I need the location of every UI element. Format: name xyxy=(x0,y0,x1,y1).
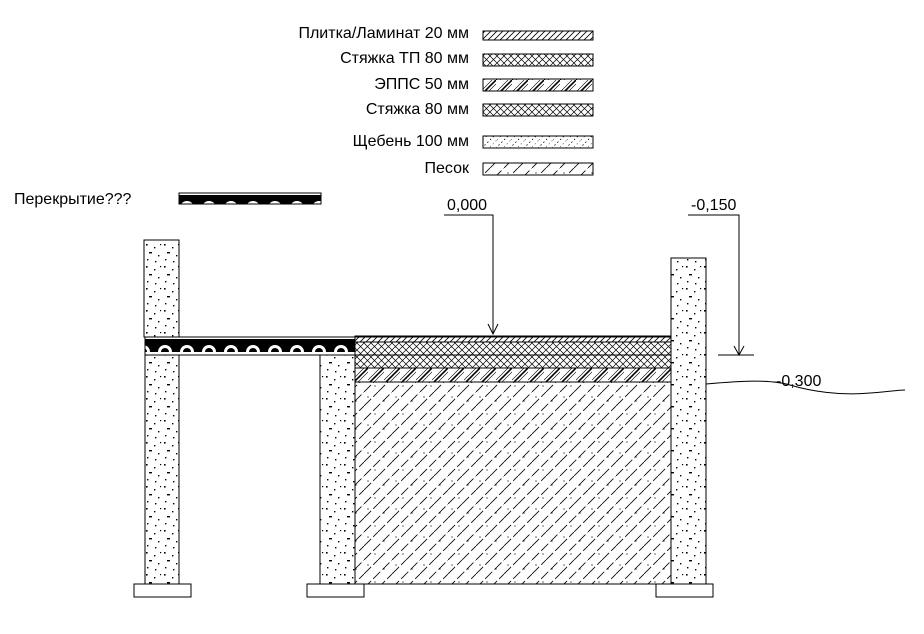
legend-label-sand: Песок xyxy=(425,160,470,177)
legend-swatch-sand xyxy=(482,162,594,176)
level-mark-floor: 0,000 xyxy=(444,197,499,336)
legend-swatch-screed xyxy=(482,103,594,117)
layer-screed-tp xyxy=(354,341,672,356)
level-mark-ground: -0,300 xyxy=(705,373,906,395)
level-label-floor: 0,000 xyxy=(447,197,487,214)
wall-left-lower xyxy=(144,354,180,585)
level-label-top: -0,150 xyxy=(691,197,736,214)
level-mark-top: -0,150 xyxy=(688,197,754,357)
legend-label-screed: Стяжка 80 мм xyxy=(366,101,469,118)
level-leader-floor xyxy=(444,214,494,333)
layer-gravel xyxy=(354,367,672,383)
ground-line xyxy=(705,380,906,395)
legend-swatch-epps xyxy=(482,78,594,92)
floor-layers xyxy=(354,335,672,383)
level-arrow-floor xyxy=(487,323,499,336)
level-leader-top xyxy=(688,214,740,355)
legend-label-epps: ЭППС 50 мм xyxy=(374,76,469,93)
legend-swatch-gravel xyxy=(482,135,594,149)
legend-label-tile: Плитка/Ламинат 20 мм xyxy=(298,25,469,42)
wall-left-upper xyxy=(143,239,180,338)
legend-swatch-slab xyxy=(178,192,322,205)
footing-left xyxy=(133,583,192,598)
walls xyxy=(143,239,707,585)
level-label-ground: -0,300 xyxy=(776,373,821,390)
wall-middle xyxy=(319,354,356,585)
legend-label-gravel: Щебень 100 мм xyxy=(353,133,469,150)
level-arrow-top xyxy=(733,345,745,357)
footing-right xyxy=(655,583,714,598)
legend-swatch-screed-tp xyxy=(482,53,594,67)
legend-swatch-tile xyxy=(482,30,594,41)
floor-slab xyxy=(144,336,356,356)
legend: Плитка/Ламинат 20 мм Стяжка ТП 80 мм ЭПП… xyxy=(14,25,594,208)
footings xyxy=(133,583,714,598)
wall-right xyxy=(670,257,707,585)
legend-label-slab: Перекрытие??? xyxy=(14,191,132,208)
footing-middle xyxy=(306,583,365,598)
legend-label-screed-tp: Стяжка ТП 80 мм xyxy=(340,50,469,67)
layer-screed xyxy=(354,354,672,369)
sand-fill xyxy=(354,381,672,585)
